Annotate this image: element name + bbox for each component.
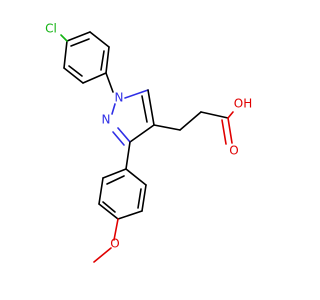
bond-c5-c4-double [141, 95, 148, 123]
bond-acid-oh [227, 111, 234, 119]
bond-ring1-to-n1 [105, 72, 114, 93]
oxygen-atom-label: O [229, 144, 238, 158]
nitrogen-atom-label: N [115, 91, 124, 105]
bond-ring2-to-o [113, 218, 119, 241]
bond-ring2-6 [102, 168, 127, 179]
bond-ring2-double-3 [106, 175, 125, 185]
bond-ring2-5 [98, 177, 104, 205]
bond-ring2-4 [98, 203, 119, 220]
bond-c3-n2-double [112, 131, 125, 146]
chlorine-atom-label: Cl [45, 22, 57, 36]
bond-ring1-double-1 [70, 38, 90, 47]
bond-ring2-1 [125, 168, 147, 186]
bond-ring1-6 [63, 40, 68, 69]
bond-c3-n2 [117, 127, 131, 143]
bond-ring1-double-3 [68, 65, 83, 77]
hydroxyl-label: OH [234, 97, 252, 111]
bond-ring1-2 [89, 31, 110, 48]
bond-ring1-3 [105, 46, 110, 74]
bond-chain-2 [179, 111, 202, 131]
bond-cl [60, 34, 68, 42]
bond-c4-c3 [129, 124, 155, 143]
structure-canvas: Cl N N OH O O [45, 21, 253, 263]
oxygen-atom-label: O [110, 237, 119, 251]
bond-n2-n1 [111, 103, 116, 115]
bond-ring2-3 [117, 210, 143, 220]
bond-ring1-4 [82, 72, 107, 84]
nitrogen-atom-label: N [102, 113, 111, 127]
bond-n1-c5 [124, 89, 149, 99]
chemical-structure-diagram: Cl N N OH O O [45, 22, 252, 263]
bond-acid-carbonyl-double [221, 119, 227, 145]
bond-o-methyl [93, 247, 112, 263]
bond-ring1-double-2 [100, 50, 105, 71]
bond-chain-1 [153, 124, 181, 131]
bond-ring2-2 [141, 184, 147, 212]
bond-ring1-5 [63, 67, 84, 84]
bond-ring2-double-2 [102, 201, 116, 213]
bond-pyrazole-to-ring2 [125, 141, 131, 170]
bond-acid-carbonyl [227, 117, 233, 144]
bond-c5-c4 [147, 89, 155, 126]
bond-chain-3 [200, 111, 229, 119]
bond-ring2-double-1 [137, 188, 142, 209]
bond-ring1-1 [66, 31, 91, 42]
